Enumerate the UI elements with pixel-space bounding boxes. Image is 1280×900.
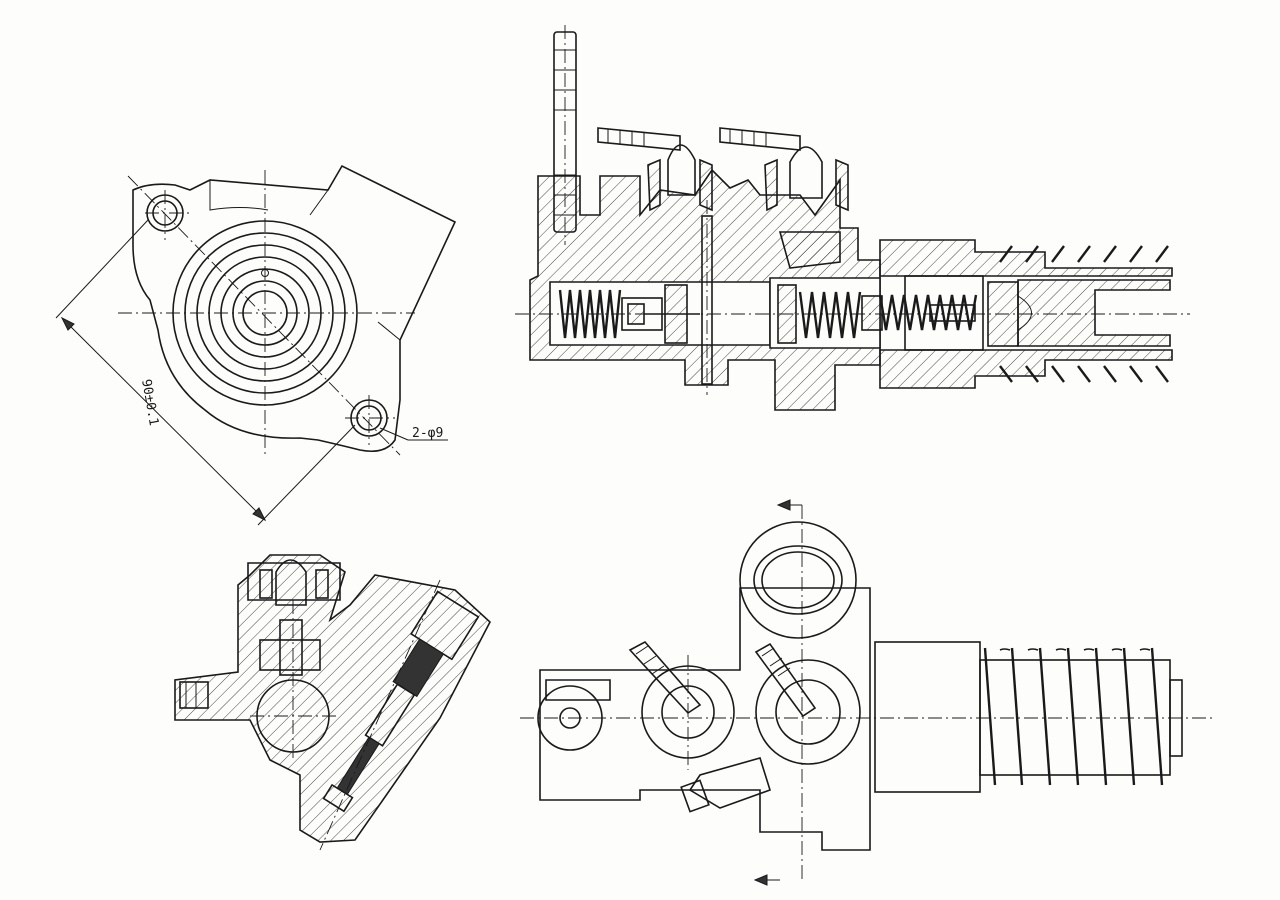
left-return-spring [558,289,622,339]
angled-valve-assembly [322,590,480,813]
top-bleed-fitting [680,757,771,813]
side-section [174,554,491,851]
front-end-view: 90±0.1 2-φ9 [55,164,457,526]
longitudinal-section [515,25,1190,411]
hole-callout-label: 2-φ9 [412,426,443,441]
top-nipple-left [628,640,702,715]
center-spring [798,291,862,339]
inlet-nipple-left [597,127,713,212]
bleed-nipple [179,681,209,709]
top-view [520,499,1215,886]
top-spring-coils [983,647,1164,786]
outer-spring-bottom [999,365,1169,383]
top-nipple-right [754,642,817,718]
hole-callout: 2-φ9 [379,426,448,441]
dimension-90: 90±0.1 [55,219,356,526]
dimension-90-label: 90±0.1 [138,378,161,427]
inlet-nipple-right [719,127,849,212]
outer-spring-top [999,245,1169,263]
inner-spring [878,294,978,331]
side-fitting-top [247,559,341,606]
port-circles [537,659,861,765]
